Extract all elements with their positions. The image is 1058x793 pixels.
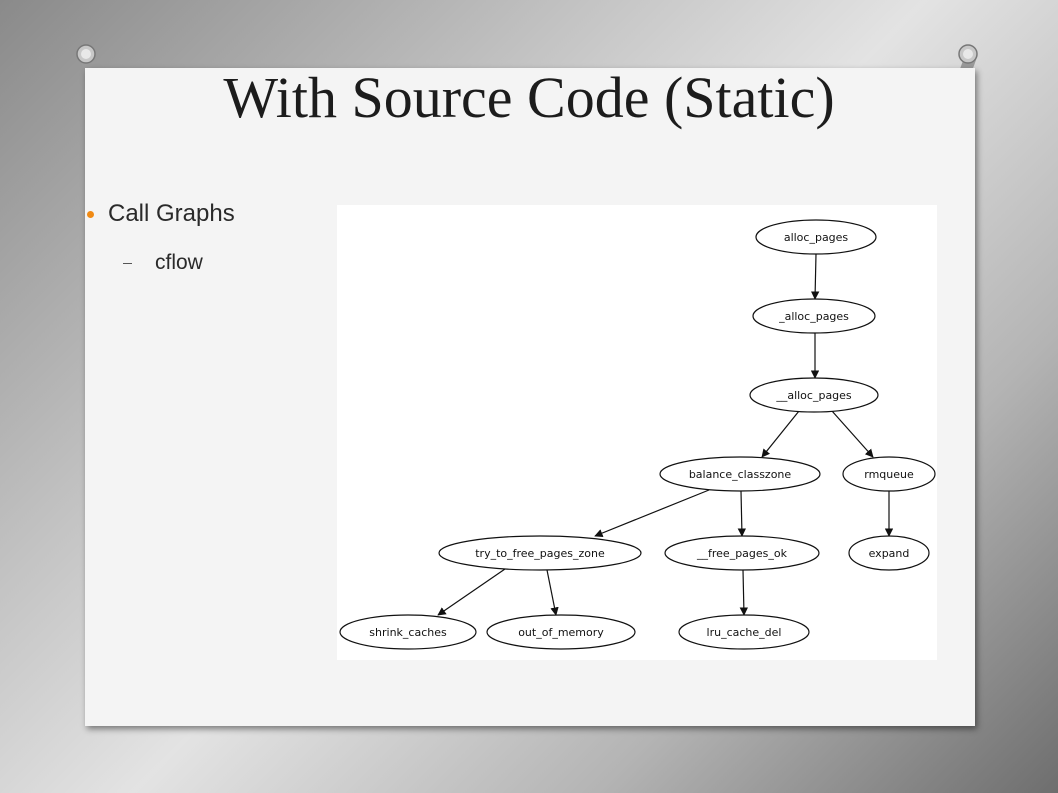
graph-node-__alloc_pages: __alloc_pages [749, 377, 879, 413]
edge-try_to_free_pages_zone-to-out_of_memory [546, 569, 559, 616]
node-label: rmqueue [864, 468, 914, 481]
bullet-dot-icon [87, 211, 94, 218]
graph-node-_alloc_pages: _alloc_pages [752, 298, 876, 334]
node-ellipse [664, 535, 820, 571]
graph-node-alloc_pages: alloc_pages [755, 219, 877, 255]
node-ellipse [755, 219, 877, 255]
node-label: balance_classzone [689, 468, 792, 481]
graph-node-shrink_caches: shrink_caches [339, 614, 477, 650]
node-label: _alloc_pages [778, 310, 849, 323]
node-ellipse [842, 456, 936, 492]
bullet-text: Call Graphs [108, 200, 235, 227]
dash-icon [123, 263, 132, 264]
node-label: __alloc_pages [775, 389, 852, 402]
node-ellipse [438, 535, 642, 571]
edge-alloc_pages-to-_alloc_pages [810, 253, 820, 300]
node-label: expand [869, 547, 910, 560]
graph-node-try_to_free_pages_zone: try_to_free_pages_zone [438, 535, 642, 571]
node-ellipse [486, 614, 636, 650]
slide-title: With Source Code (Static) [223, 65, 835, 130]
node-label: __free_pages_ok [696, 547, 788, 560]
graph-node-lru_cache_del: lru_cache_del [678, 614, 810, 650]
edge-__alloc_pages-to-rmqueue [831, 410, 874, 458]
node-label: try_to_free_pages_zone [475, 547, 605, 560]
graph-node-expand: expand [848, 535, 930, 571]
edge-balance_classzone-to-__free_pages_ok [737, 490, 747, 537]
node-ellipse [749, 377, 879, 413]
node-label: out_of_memory [518, 626, 604, 639]
call-graph-svg: alloc_pages _alloc_pages __alloc_pagesbala… [339, 219, 936, 650]
edge-try_to_free_pages_zone-to-shrink_caches [437, 568, 506, 616]
node-ellipse [659, 456, 821, 492]
graph-node-__free_pages_ok: __free_pages_ok [664, 535, 820, 571]
graph-node-rmqueue: rmqueue [842, 456, 936, 492]
node-label: alloc_pages [784, 231, 849, 244]
node-ellipse [752, 298, 876, 334]
sub-bullet-text: cflow [155, 251, 203, 274]
edge-__free_pages_ok-to-lru_cache_del [739, 569, 749, 616]
edge-__alloc_pages-to-balance_classzone [761, 410, 800, 458]
node-label: shrink_caches [369, 626, 447, 639]
edge-balance_classzone-to-try_to_free_pages_zone [594, 489, 710, 538]
node-ellipse [339, 614, 477, 650]
node-ellipse [848, 535, 930, 571]
node-ellipse [678, 614, 810, 650]
graph-node-balance_classzone: balance_classzone [659, 456, 821, 492]
graph-node-out_of_memory: out_of_memory [486, 614, 636, 650]
node-label: lru_cache_del [707, 626, 782, 639]
